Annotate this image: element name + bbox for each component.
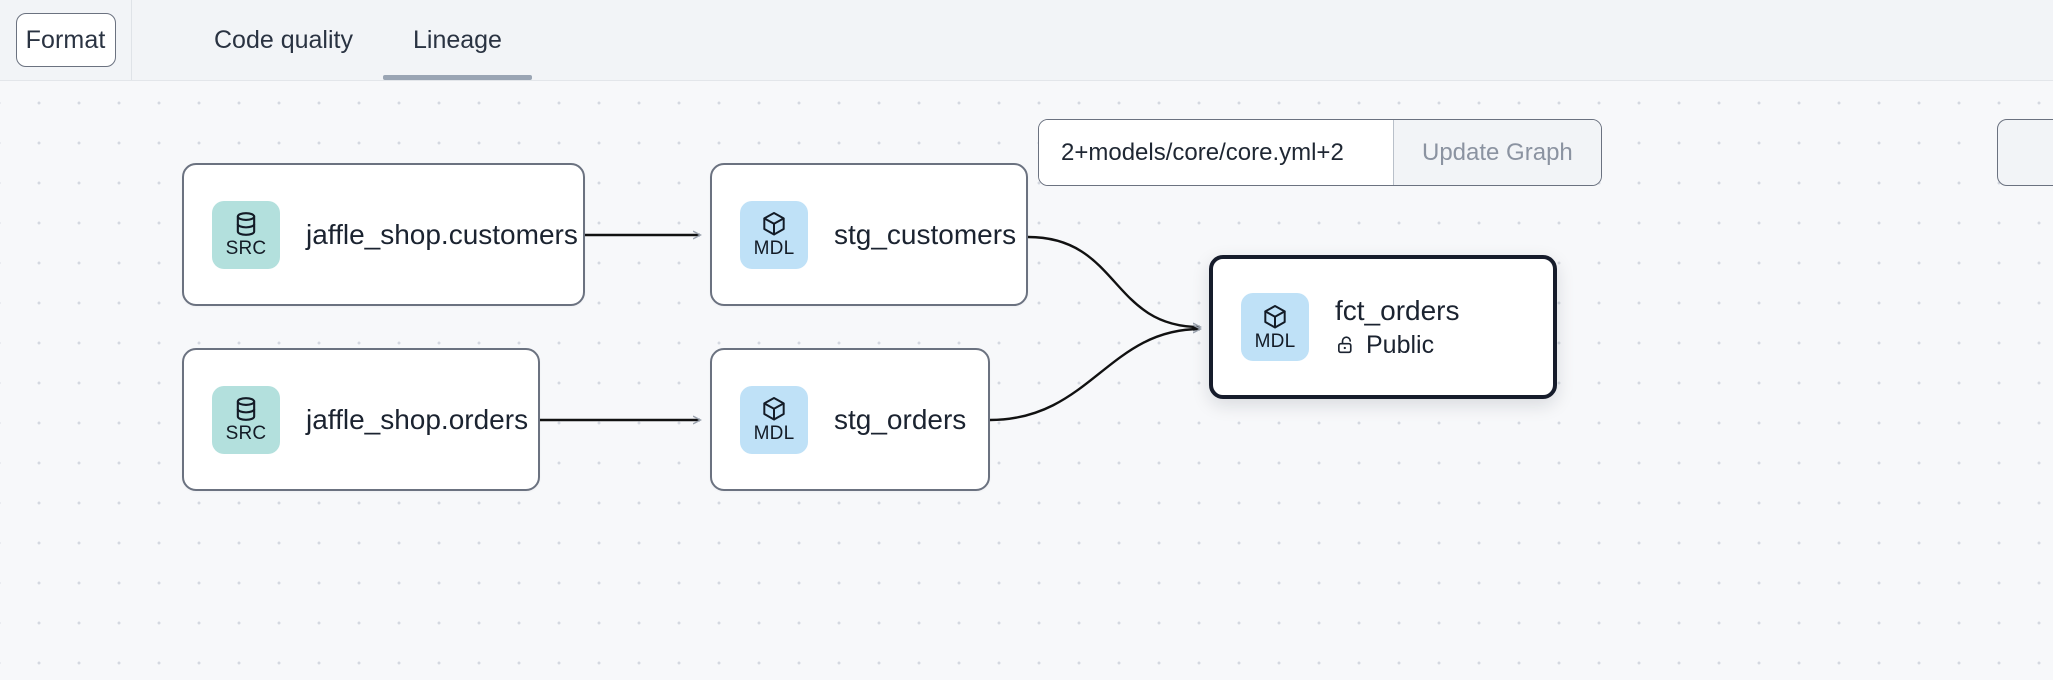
node-title: jaffle_shop.customers: [306, 218, 578, 250]
tab-bar: Code quality Lineage: [132, 0, 532, 80]
node-badge-mdl: MDL: [740, 200, 808, 269]
lineage-node-stg-customers[interactable]: MDL stg_customers: [710, 163, 1028, 306]
cube-icon: [1264, 304, 1286, 328]
node-title: stg_orders: [834, 403, 967, 435]
tab-code-quality-label: Code quality: [214, 25, 353, 54]
lineage-node-fct-orders[interactable]: MDL fct_orders Public: [1209, 255, 1557, 399]
node-body: fct_orders Public: [1335, 294, 1460, 360]
format-button[interactable]: Format: [15, 13, 116, 67]
node-badge-src: SRC: [212, 385, 280, 454]
database-icon: [236, 397, 256, 421]
format-button-zone: Format: [0, 0, 132, 80]
tab-active-underline: [382, 75, 532, 80]
graph-selector-group: Update Graph: [1038, 119, 1602, 186]
node-body: stg_orders: [834, 403, 966, 437]
node-visibility: Public: [1335, 330, 1460, 360]
edge-stg-orders-to-fct-orders: [989, 329, 1200, 422]
node-badge-label: SRC: [225, 238, 267, 259]
tab-code-quality[interactable]: Code quality: [184, 0, 383, 80]
node-body: jaffle_shop.orders: [306, 403, 528, 437]
graph-selector-input[interactable]: [1039, 120, 1393, 185]
node-body: jaffle_shop.customers: [306, 218, 578, 252]
tab-lineage[interactable]: Lineage: [382, 0, 532, 80]
graph-controls: Update Graph: [1038, 119, 1602, 186]
lineage-canvas[interactable]: Update Graph SRC jaffle_shop.customers: [0, 81, 2053, 680]
node-badge-label: SRC: [225, 423, 267, 444]
lineage-node-jaffle-shop-orders[interactable]: SRC jaffle_shop.orders: [182, 348, 540, 491]
edge-stg-customers-to-fct-orders: [1027, 235, 1200, 327]
node-body: stg_customers: [834, 218, 1016, 252]
node-badge-mdl: MDL: [1241, 293, 1309, 361]
update-graph-button[interactable]: Update Graph: [1393, 120, 1601, 185]
graph-side-panel-partial[interactable]: [1997, 119, 2053, 186]
tab-lineage-label: Lineage: [412, 25, 502, 54]
node-title: jaffle_shop.orders: [306, 403, 529, 435]
node-visibility-label: Public: [1366, 331, 1435, 359]
node-title: stg_customers: [834, 218, 1017, 250]
cube-icon: [763, 397, 785, 421]
lineage-node-jaffle-shop-customers[interactable]: SRC jaffle_shop.customers: [182, 163, 585, 306]
cube-icon: [763, 212, 785, 236]
node-badge-label: MDL: [1254, 330, 1296, 352]
node-badge-label: MDL: [753, 423, 795, 444]
node-title: fct_orders: [1335, 295, 1460, 326]
toolbar: Format Code quality Lineage: [0, 0, 2053, 81]
unlock-icon: [1338, 336, 1352, 354]
node-badge-mdl: MDL: [740, 385, 808, 454]
node-badge-src: SRC: [212, 200, 280, 269]
database-icon: [236, 212, 256, 236]
node-badge-label: MDL: [753, 238, 795, 259]
lineage-node-stg-orders[interactable]: MDL stg_orders: [710, 348, 990, 491]
